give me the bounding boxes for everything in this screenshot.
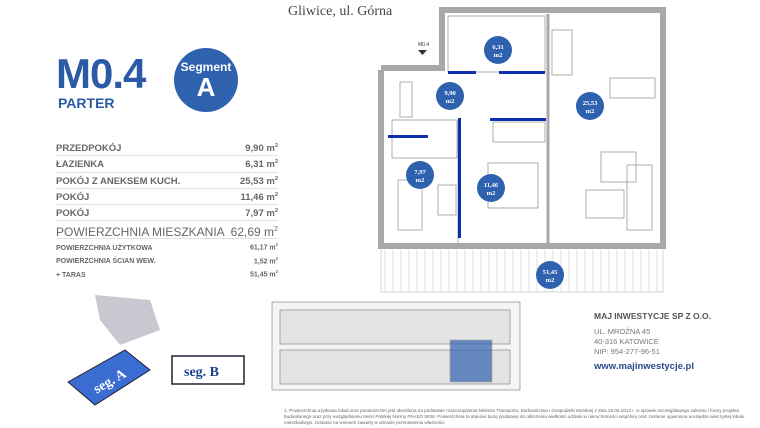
segment-value: A [196,72,216,102]
svg-text:m2: m2 [416,177,425,184]
area-row: POWIERZCHNIA ŚCIAN WEW. 1,52 m2 [56,253,278,267]
room-name: POKÓJ Z ANEKSEM KUCH. [56,175,181,187]
floor-label: PARTER [58,95,115,111]
room-name: POWIERZCHNIA MIESZKANIA [56,225,225,240]
svg-text:6,31: 6,31 [492,44,503,51]
svg-text:51,45: 51,45 [543,269,558,276]
plan-marker: M0.4 [418,42,429,55]
room-area: 7,97 m2 [245,208,278,220]
svg-text:m2: m2 [494,52,503,59]
site-plan [271,301,521,391]
svg-text:7,97: 7,97 [414,169,426,176]
area-row: + TARAS 51,45 m2 [56,266,278,280]
company-name: MAJ INWESTYCJE SP Z O.O. [594,311,711,321]
svg-text:m2: m2 [586,108,595,115]
walls [378,7,666,249]
company-website-link[interactable]: www.majinwestycje.pl [594,361,694,372]
footnote: 1. Powierzchnia użytkowa lokali oraz pom… [284,408,745,425]
svg-text:9,90: 9,90 [444,90,455,97]
svg-text:11,46: 11,46 [484,182,499,189]
location-title: Gliwice, ul. Górna [288,4,393,19]
company-nip: NIP: 954-277-96-51 [594,347,660,356]
room-area: 6,31 m2 [245,159,278,171]
seg-b-label: seg. B [184,365,219,380]
room-name: POKÓJ [56,192,90,204]
plan-marker-label: M0.4 [418,42,429,48]
area-row: POWIERZCHNIA MIESZKANIA 62,69 m2 [56,221,278,240]
bathroom [447,15,546,73]
room-area: 62,69 m2 [230,224,278,240]
room-area: 25,53 m2 [239,175,278,187]
area-row: POKÓJ 11,46 m2 [56,189,278,206]
area-row: POKÓJ Z ANEKSEM KUCH. 25,53 m2 [56,173,278,189]
segment-label: Segment [180,60,232,74]
area-row: POKÓJ 7,97 m2 [56,205,278,222]
key-map: seg. A seg. B [67,295,245,406]
svg-text:m2: m2 [546,277,555,284]
room-name: POWIERZCHNIA ŚCIAN WEW. [56,258,156,266]
room-area: 1,52 m2 [253,255,278,266]
room-name: PRZEDPOKÓJ [56,143,122,155]
area-table: PRZEDPOKÓJ 9,90 m2 ŁAZIENKA 6,31 m2 POKÓJ Z … [56,140,278,280]
room-name: POWIERZCHNIA UŻYTKOWA [56,244,153,252]
company-street: UL. MROŹNA 45 [594,327,651,336]
room-area: 61,17 m2 [249,242,278,252]
svg-text:25,53: 25,53 [583,100,598,107]
unit-code: M0.4 [56,50,146,97]
svg-text:m2: m2 [446,98,455,105]
room-area: 11,46 m2 [240,191,278,204]
area-row: PRZEDPOKÓJ 9,90 m2 [56,140,278,157]
segment-badge: Segment A [174,48,238,112]
svg-text:m2: m2 [487,190,496,197]
room-name: + TARAS [56,271,86,279]
terrace [380,247,664,293]
room-area: 51,45 m2 [249,269,278,279]
area-row: ŁAZIENKA 6,31 m2 [56,156,278,173]
room-name: POKÓJ [56,208,90,220]
area-row: POWIERZCHNIA UŻYTKOWA 61,17 m2 [56,239,278,253]
room-name: ŁAZIENKA [56,159,105,171]
room-area: 9,90 m2 [245,143,278,155]
company-city: 40-316 KATOWICE [594,337,659,346]
